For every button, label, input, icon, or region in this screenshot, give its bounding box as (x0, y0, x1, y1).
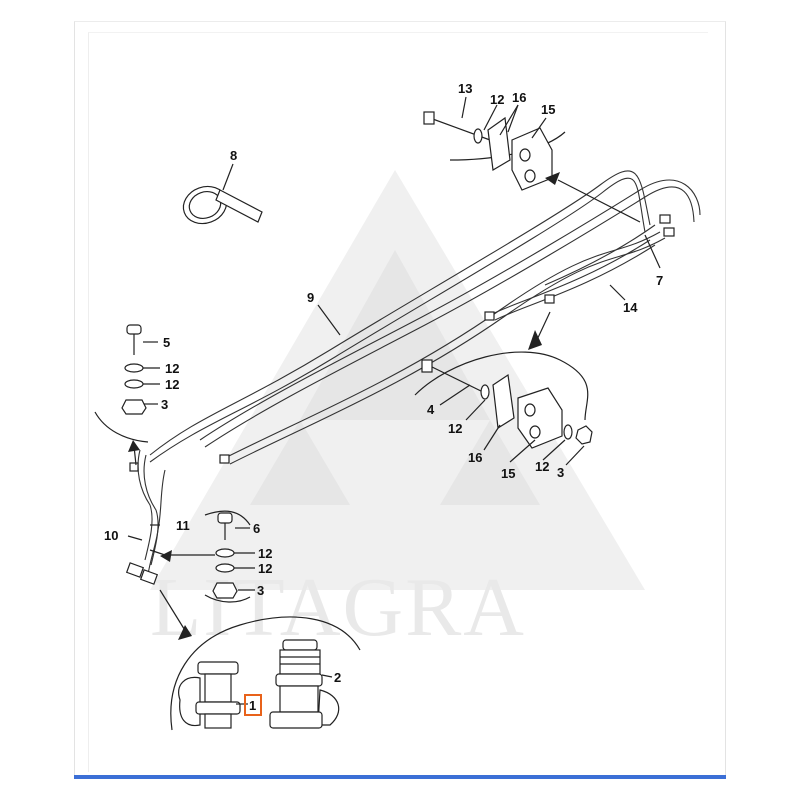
callout-9[interactable]: 9 (307, 290, 314, 305)
callout-7[interactable]: 7 (656, 273, 663, 288)
frame-bottom-bar (74, 775, 726, 779)
left-bolt-stack (94, 324, 149, 443)
callout-16[interactable]: 16 (512, 90, 526, 105)
callout-13[interactable]: 13 (458, 81, 472, 96)
callout-15[interactable]: 15 (541, 102, 555, 117)
callout-5[interactable]: 5 (163, 335, 170, 350)
callout-12[interactable]: 12 (165, 377, 179, 392)
callout-12[interactable]: 12 (490, 92, 504, 107)
callout-6[interactable]: 6 (253, 521, 260, 536)
cable-tie (182, 185, 263, 225)
callout-16[interactable]: 16 (468, 450, 482, 465)
callout-12[interactable]: 12 (448, 421, 462, 436)
callout-12[interactable]: 12 (258, 561, 272, 576)
middle-clamp-detail (414, 351, 593, 449)
callout-3[interactable]: 3 (257, 583, 264, 598)
callout-10[interactable]: 10 (104, 528, 118, 543)
inner-border (88, 32, 708, 772)
callout-12[interactable]: 12 (258, 546, 272, 561)
callout-14[interactable]: 14 (623, 300, 638, 315)
highlight-box-item-1 (244, 694, 262, 716)
callout-8[interactable]: 8 (230, 148, 237, 163)
callout-12[interactable]: 12 (165, 361, 179, 376)
callout-1[interactable]: 1 (249, 698, 256, 713)
callout-3[interactable]: 3 (161, 397, 168, 412)
callout-2[interactable]: 2 (334, 670, 341, 685)
hose-fittings (125, 214, 675, 585)
callout-12[interactable]: 12 (535, 459, 549, 474)
callout-15[interactable]: 15 (501, 466, 515, 481)
callout-3[interactable]: 3 (557, 465, 564, 480)
callout-labels: 13 12 16 15 8 9 7 14 5 12 12 3 4 12 16 1… (104, 81, 663, 713)
top-clamp-detail (423, 111, 566, 191)
pointer-arrows (128, 172, 641, 640)
watermark-text: LITAGRA (150, 561, 526, 654)
callout-4[interactable]: 4 (427, 402, 435, 417)
leader-lines (127, 96, 661, 705)
coupler-detail (170, 616, 361, 731)
watermark-logo (150, 170, 645, 590)
callout-11[interactable]: 11 (176, 518, 190, 533)
